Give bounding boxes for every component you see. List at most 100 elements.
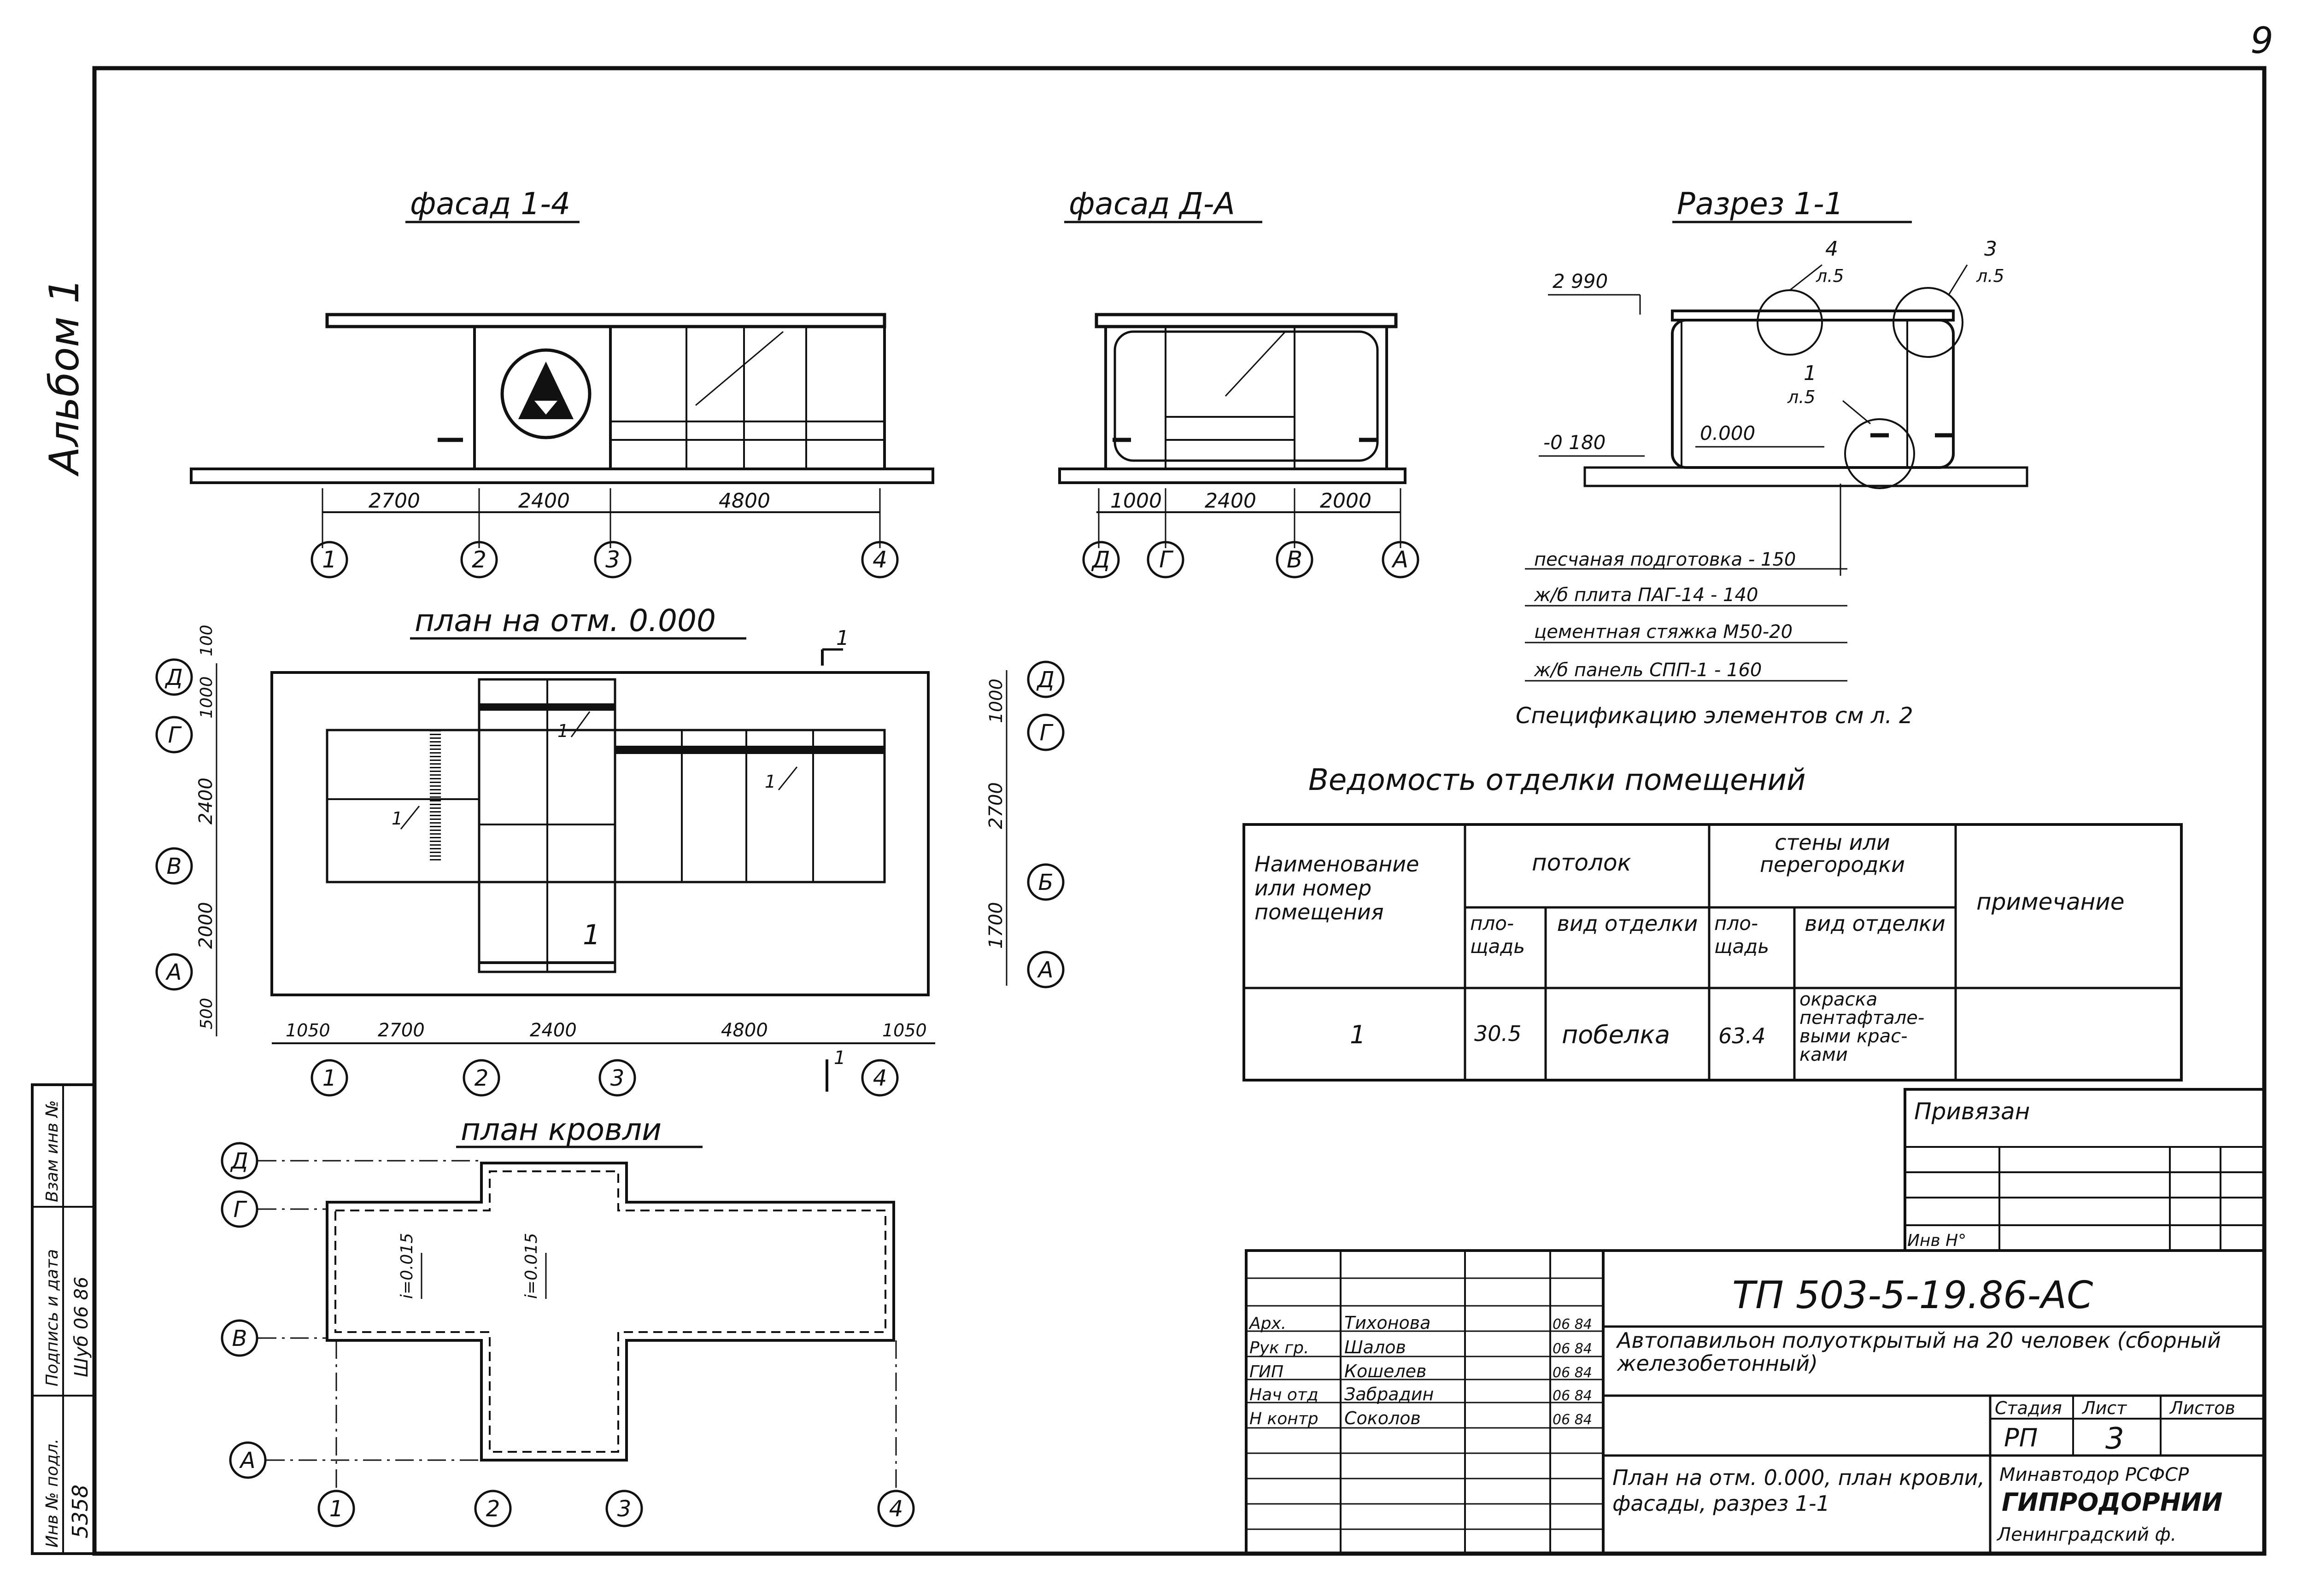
role-label: Рук гр. xyxy=(1249,1339,1309,1357)
axis-label: А xyxy=(165,959,182,985)
table-header-ceiling: потолок xyxy=(1532,849,1631,876)
layer-note: ж/б панель СПП-1 - 160 xyxy=(1534,660,1762,681)
axis-label: Д xyxy=(230,1148,248,1174)
table-cell-room: 1 xyxy=(1350,1020,1365,1049)
room-number: 1 xyxy=(583,919,600,951)
axis-label: 2 xyxy=(475,1065,489,1091)
facade-d-a-dim: 2400 xyxy=(1205,489,1256,513)
left-stamp: Инв № подл. Подпись и дата Взам инв № 53… xyxy=(31,1083,96,1555)
role-name: Забрадин xyxy=(1344,1384,1434,1404)
axis-label: Д xyxy=(164,665,183,690)
section-title: Разрез 1-1 xyxy=(1677,186,1844,222)
roof-plan-title: план кровли xyxy=(461,1112,662,1147)
plan-dim: 2400 xyxy=(195,778,217,824)
bus-stop-logo xyxy=(500,348,592,439)
role-name: Шалов xyxy=(1344,1337,1406,1357)
role-label: Арх. xyxy=(1248,1314,1286,1333)
table-header-note: примечание xyxy=(1976,889,2125,915)
doc-code: ТП 503-5-19.86-АС xyxy=(1732,1274,2093,1317)
spec-note: Спецификацию элементов см л. 2 xyxy=(1516,703,1913,729)
level-mark: 2 990 xyxy=(1553,270,1608,292)
sheet-title: План на отм. 0.000, план кровли, фасады,… xyxy=(1612,1465,1985,1516)
org-line: Минавтодор РСФСР xyxy=(1999,1464,2189,1485)
title-block: ТП 503-5-19.86-АС Автопавильон полуоткры… xyxy=(1245,1249,2266,1555)
section-mark: 1 xyxy=(836,626,849,650)
axis-label: 2 xyxy=(486,1496,500,1522)
element-callout: 1 xyxy=(765,772,776,792)
axis-label: 3 xyxy=(610,1065,625,1091)
table-cell-walls-finish: окраска пентафтале- выми крас- ками xyxy=(1799,990,1925,1065)
facade-1-4-title: фасад 1-4 xyxy=(410,186,570,222)
callout-number: 1 xyxy=(1804,362,1817,385)
axis-label: А xyxy=(1037,957,1054,983)
binding-label: Привязан xyxy=(1914,1098,2030,1125)
axis-label: Д xyxy=(1091,546,1110,573)
stage-value: РП xyxy=(2004,1423,2038,1452)
facade-d-a: фасад Д-А 1000 2400 2000 Д Г В А xyxy=(1058,186,1419,579)
layer-note: ж/б плита ПАГ-14 - 140 xyxy=(1534,585,1758,606)
page-number: 9 xyxy=(2250,20,2274,62)
section-1-1: Разрез 1-1 2 990 -0 180 0.000 4 л.5 3 л.… xyxy=(1516,186,2028,729)
axis-label: В xyxy=(232,1326,247,1351)
facade-d-a-dim: 1000 xyxy=(1110,489,1162,513)
table-cell-ceiling-area: 30.5 xyxy=(1474,1021,1521,1046)
stamp-value: Шуб 06 86 xyxy=(71,1277,92,1377)
axis-label: 4 xyxy=(873,546,887,573)
facade-d-a-title: фасад Д-А xyxy=(1069,186,1235,222)
stamp-label: Подпись и дата xyxy=(43,1249,62,1386)
slope-label: i=0.015 xyxy=(522,1233,541,1299)
plan-dim: 1000 xyxy=(986,678,1006,723)
role-name: Тихонова xyxy=(1344,1313,1430,1333)
axis-label: Б xyxy=(1038,870,1054,895)
axis-label: А xyxy=(1391,546,1408,573)
role-name: Кошелев xyxy=(1344,1361,1426,1381)
table-header-finish-type: вид отделки xyxy=(1557,912,1698,936)
role-date: 06 84 xyxy=(1553,1316,1592,1333)
plan-dim: 1700 xyxy=(985,902,1007,949)
level-mark: 0.000 xyxy=(1700,422,1755,444)
plan-dim: 1050 xyxy=(286,1020,330,1041)
callout-number: 3 xyxy=(1984,237,1997,261)
album-label: Альбом 1 xyxy=(41,278,88,477)
axis-label: Г xyxy=(1159,546,1174,573)
axis-label: 3 xyxy=(605,546,620,573)
stage-label: Стадия xyxy=(1995,1398,2062,1418)
axis-label: 1 xyxy=(329,1496,344,1522)
project-title: Автопавильон полуоткрытый на 20 человек … xyxy=(1617,1329,2221,1376)
plan-dim: 2400 xyxy=(530,1020,577,1041)
axis-label: Г xyxy=(1040,720,1054,746)
org-line: Ленинградский ф. xyxy=(1996,1524,2176,1545)
axis-label: А xyxy=(239,1448,256,1473)
layer-note: песчаная подготовка - 150 xyxy=(1534,549,1796,570)
slope-label: i=0.015 xyxy=(398,1233,416,1299)
element-callout: 1 xyxy=(392,808,403,829)
axis-label: В xyxy=(167,854,182,879)
plan-outline xyxy=(270,671,930,996)
axis-label: Г xyxy=(168,722,182,748)
table-header-walls: стены или перегородки xyxy=(1759,831,1905,877)
callout-sheet: л.5 xyxy=(1787,387,1816,407)
finish-table-title: Ведомость отделки помещений xyxy=(1308,763,1806,797)
sheets-label: Листов xyxy=(2169,1398,2235,1418)
plan-dim: 500 xyxy=(197,998,216,1029)
role-label: ГИП xyxy=(1249,1362,1283,1381)
axis-label: Г xyxy=(234,1197,247,1222)
roof-plan: план кровли i=0.015 i=0.015 Д Г В А 1 2 … xyxy=(221,1112,915,1527)
binding-box: Привязан Инв Н° xyxy=(1904,1088,2266,1252)
plan-dim: 1050 xyxy=(882,1020,927,1041)
table-cell-walls-area: 63.4 xyxy=(1718,1023,1765,1048)
plan-000: план на отм. 0.000 1 1 1 1 1 100 1000 24… xyxy=(155,603,1065,1097)
finish-table: Ведомость отделки помещений Наименование… xyxy=(1242,763,2183,1082)
role-date: 06 84 xyxy=(1553,1365,1592,1381)
table-header-area: пло- щадь xyxy=(1714,912,1770,958)
level-mark: -0 180 xyxy=(1543,431,1606,454)
plan-dim: 1000 xyxy=(197,676,216,719)
roof-outline xyxy=(326,1162,895,1462)
facade-d-a-dim: 2000 xyxy=(1320,489,1371,513)
stamp-label: Взам инв № xyxy=(43,1100,62,1202)
role-date: 06 84 xyxy=(1553,1388,1592,1404)
plan-dim: 4800 xyxy=(721,1020,768,1041)
axis-label: 1 xyxy=(322,546,337,573)
stamp-value: 5358 xyxy=(68,1485,93,1538)
